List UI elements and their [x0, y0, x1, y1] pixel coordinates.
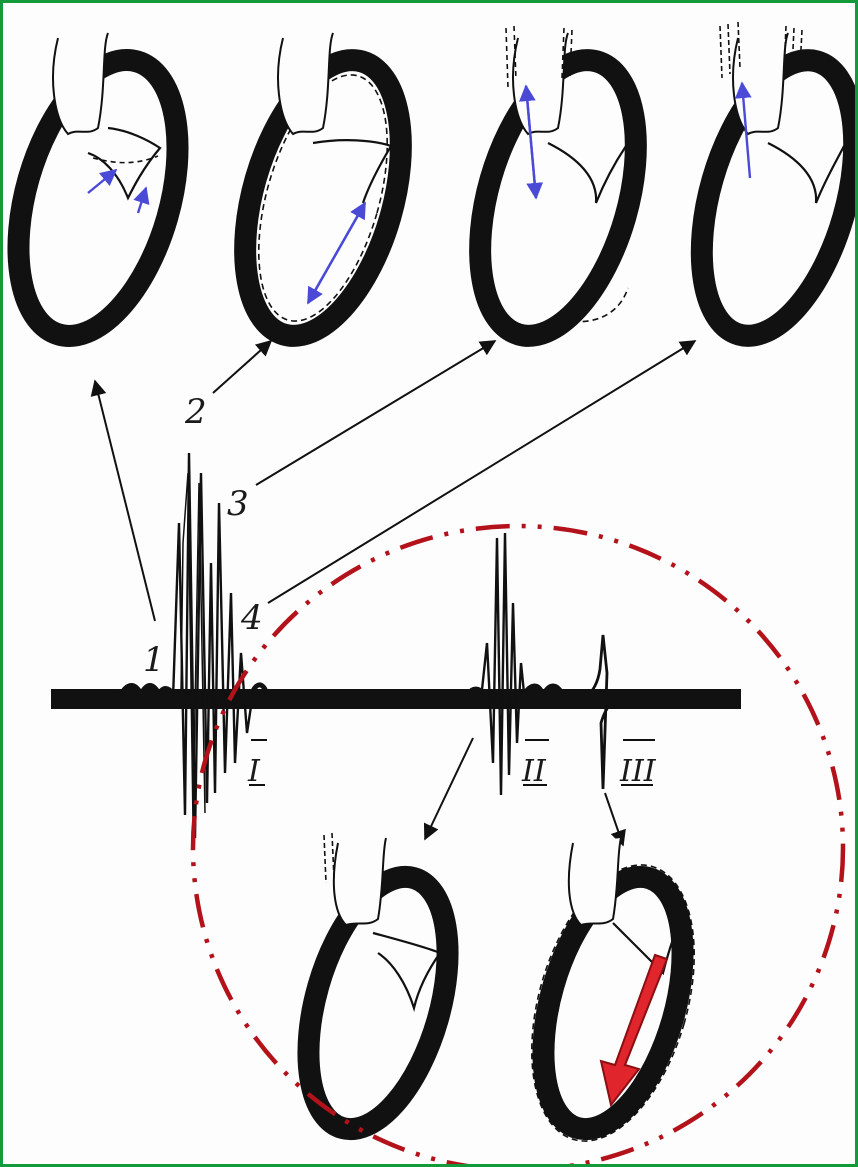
label-phase-3: 3	[227, 484, 249, 524]
highlight-circle	[193, 526, 843, 1164]
label-third-heart-sound: III	[619, 754, 657, 789]
heart-sounds-diagram: 1 2 3 4 I II III	[3, 3, 855, 1164]
pointer-arrow-icon	[425, 738, 473, 839]
pointer-arrow-icon	[95, 381, 155, 621]
heart-third-sound	[503, 838, 724, 1160]
heart-phase-1	[3, 33, 206, 354]
pointer-arrow-icon	[268, 341, 695, 603]
label-phase-1: 1	[143, 640, 165, 680]
pointer-arrow-icon	[213, 341, 271, 393]
heart-phase-4	[673, 22, 855, 353]
tone-label-group-2: II	[521, 740, 549, 789]
pointer-arrow-icon	[256, 341, 495, 485]
pointer-arrow-icon	[605, 793, 623, 845]
label-first-heart-sound: I	[247, 754, 261, 789]
label-phase-2: 2	[184, 392, 207, 432]
tone-label-group-3: III	[619, 740, 657, 789]
tone-label-group-1: I	[247, 740, 267, 789]
label-phase-4: 4	[240, 598, 263, 638]
heart-phase-2	[217, 33, 430, 354]
heart-phase-3	[452, 26, 665, 354]
label-second-heart-sound: II	[521, 754, 547, 789]
